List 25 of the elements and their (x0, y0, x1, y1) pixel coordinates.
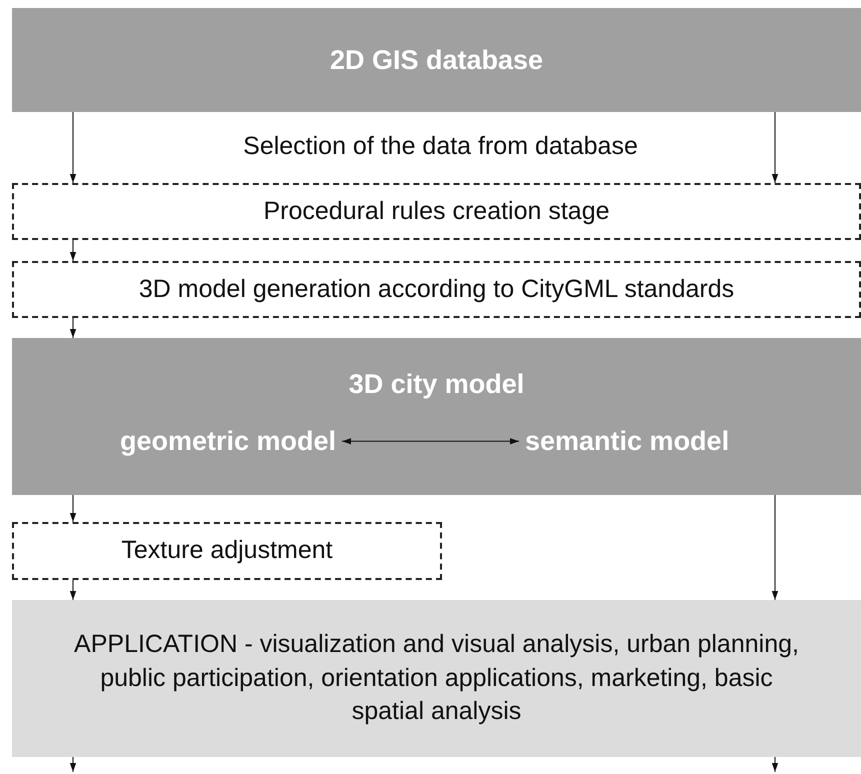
model-label: semantic model (525, 425, 730, 458)
process-box (12, 8, 861, 112)
box-text: 3D city model (348, 368, 524, 401)
step-label: Selection of the data from database (242, 131, 639, 162)
arrow (772, 756, 778, 772)
dashed-process-box (12, 522, 442, 580)
box-text: APPLICATION - visualization and visual analysis, urban planning, public participation, orientation applications, marketing, basic spatial analysis (73, 628, 800, 728)
arrow (772, 112, 778, 184)
dashed-process-box (12, 261, 861, 318)
model-label: geometric model (120, 425, 336, 458)
process-box (12, 338, 861, 495)
arrow (70, 494, 76, 522)
arrow (772, 494, 778, 600)
arrow (342, 438, 520, 444)
box-text: Procedural rules creation stage (263, 196, 610, 227)
arrow (70, 756, 76, 772)
box-text: Texture adjustment (121, 535, 333, 566)
box-text: 2D GIS database (330, 44, 544, 77)
arrow (70, 112, 76, 184)
arrow (70, 580, 76, 600)
arrow (70, 240, 76, 262)
box-text: 3D model generation according to CityGML standards (138, 274, 734, 305)
arrow (70, 318, 76, 338)
dashed-process-box (12, 183, 861, 240)
application-box (12, 600, 861, 757)
